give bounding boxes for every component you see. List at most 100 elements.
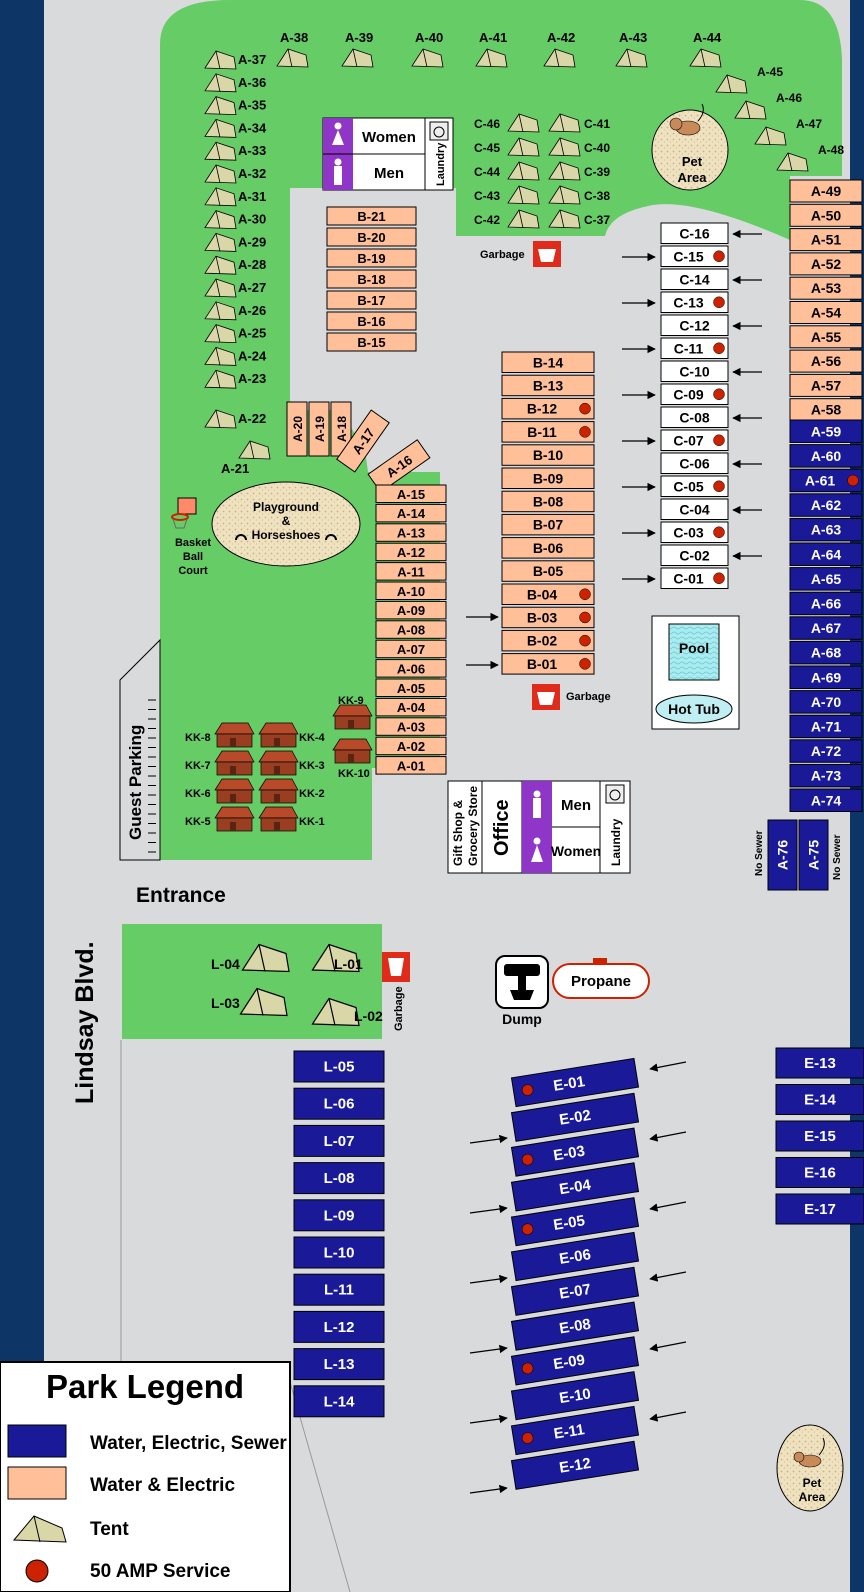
site-b-10[interactable]: B-10 (501, 444, 595, 466)
site-a-68[interactable]: A-68 (789, 640, 863, 665)
site-a-19[interactable]: A-19 (308, 401, 330, 457)
cabin-kk-7[interactable]: KK-7 (185, 750, 255, 776)
site-a-69[interactable]: A-69 (789, 665, 863, 689)
cabin-kk-5[interactable]: KK-5 (185, 806, 255, 832)
site-a-04[interactable]: A-04 (375, 697, 447, 717)
tent-site-a-23[interactable]: A-23 (204, 369, 266, 389)
site-e-15[interactable]: E-15 (775, 1120, 864, 1152)
tent-site-c-38[interactable]: C-38 (548, 185, 610, 205)
site-l-09[interactable]: L-09 (293, 1199, 385, 1232)
site-c-16[interactable]: C-16 (660, 222, 729, 244)
site-c-08[interactable]: C-08 (660, 406, 729, 428)
site-e-12[interactable]: E-12 (510, 1440, 640, 1490)
site-a-59[interactable]: A-59 (789, 419, 863, 443)
site-b-09[interactable]: B-09 (501, 467, 595, 489)
site-e-05[interactable]: E-05 (510, 1197, 640, 1247)
tent-site-a-42[interactable]: A-42 (543, 30, 576, 68)
site-e-03[interactable]: E-03 (510, 1127, 640, 1177)
tent-site-a-36[interactable]: A-36 (204, 73, 266, 93)
tent-site-a-40[interactable]: A-40 (411, 30, 444, 68)
site-a-14[interactable]: A-14 (375, 503, 447, 523)
site-b-05[interactable]: B-05 (501, 560, 595, 582)
site-a-60[interactable]: A-60 (789, 444, 863, 468)
tent-site-a-37[interactable]: A-37 (204, 50, 266, 70)
site-a-51[interactable]: A-51 (789, 228, 863, 252)
site-l-14[interactable]: L-14 (293, 1385, 385, 1418)
site-l-10[interactable]: L-10 (293, 1236, 385, 1269)
site-a-11[interactable]: A-11 (375, 562, 447, 581)
site-c-14[interactable]: C-14 (660, 268, 729, 290)
tent-site-a-46[interactable]: A-46 (734, 91, 802, 120)
site-e-16[interactable]: E-16 (775, 1157, 864, 1188)
site-a-75[interactable]: A-75 (798, 819, 829, 891)
site-e-01[interactable]: E-01 (510, 1057, 640, 1108)
site-a-74[interactable]: A-74 (789, 788, 863, 812)
tent-site-c-42[interactable]: C-42 (474, 209, 540, 229)
site-a-02[interactable]: A-02 (375, 736, 447, 756)
site-a-01[interactable]: A-01 (375, 756, 447, 775)
site-a-15[interactable]: A-15 (375, 484, 447, 503)
site-c-01[interactable]: C-01 (660, 567, 729, 589)
tent-site-l-02[interactable]: L-02 (311, 997, 384, 1027)
site-a-52[interactable]: A-52 (789, 252, 863, 276)
tent-site-a-25[interactable]: A-25 (204, 324, 266, 344)
cabin-kk-10[interactable]: KK-10 (332, 738, 373, 780)
tent-site-a-32[interactable]: A-32 (204, 164, 266, 184)
site-b-04[interactable]: B-04 (501, 583, 595, 605)
site-e-17[interactable]: E-17 (775, 1193, 864, 1225)
site-a-56[interactable]: A-56 (789, 349, 863, 373)
site-a-57[interactable]: A-57 (789, 373, 863, 397)
site-b-12[interactable]: B-12 (501, 397, 595, 420)
site-a-08[interactable]: A-08 (375, 620, 447, 639)
tent-site-c-37[interactable]: C-37 (548, 209, 610, 229)
site-e-09[interactable]: E-09 (510, 1336, 640, 1386)
tent-site-c-46[interactable]: C-46 (474, 113, 540, 133)
site-b-15[interactable]: B-15 (326, 332, 417, 352)
site-l-11[interactable]: L-11 (293, 1273, 385, 1306)
site-b-01[interactable]: B-01 (501, 653, 595, 675)
site-a-05[interactable]: A-05 (375, 678, 447, 697)
site-a-67[interactable]: A-67 (789, 616, 863, 640)
site-a-58[interactable]: A-58 (789, 398, 863, 422)
site-c-07[interactable]: C-07 (660, 429, 729, 451)
tent-site-c-44[interactable]: C-44 (474, 161, 540, 181)
cabin-kk-1[interactable]: KK-1 (258, 806, 325, 832)
site-a-70[interactable]: A-70 (789, 690, 863, 714)
site-e-08[interactable]: E-08 (510, 1301, 640, 1351)
site-e-02[interactable]: E-02 (510, 1092, 640, 1142)
tent-site-a-45[interactable]: A-45 (715, 65, 783, 94)
site-c-05[interactable]: C-05 (660, 475, 729, 497)
site-a-07[interactable]: A-07 (375, 639, 447, 659)
site-l-07[interactable]: L-07 (293, 1124, 385, 1157)
site-e-06[interactable]: E-06 (510, 1231, 640, 1282)
site-c-09[interactable]: C-09 (660, 383, 729, 405)
tent-site-l-04[interactable]: L-04 (211, 943, 290, 973)
site-b-03[interactable]: B-03 (501, 606, 595, 629)
site-a-10[interactable]: A-10 (375, 581, 447, 600)
cabin-kk-8[interactable]: KK-8 (185, 722, 255, 748)
site-a-76[interactable]: A-76 (767, 819, 798, 891)
site-c-03[interactable]: C-03 (660, 521, 729, 543)
tent-site-a-31[interactable]: A-31 (204, 187, 266, 207)
site-e-04[interactable]: E-04 (510, 1162, 640, 1212)
site-c-12[interactable]: C-12 (660, 314, 729, 336)
site-b-21[interactable]: B-21 (326, 206, 417, 226)
tent-site-a-44[interactable]: A-44 (689, 30, 722, 68)
site-e-14[interactable]: E-14 (775, 1084, 864, 1115)
tent-site-a-48[interactable]: A-48 (776, 143, 844, 172)
tent-site-a-41[interactable]: A-41 (475, 30, 508, 68)
site-l-06[interactable]: L-06 (293, 1087, 385, 1120)
site-a-65[interactable]: A-65 (789, 567, 863, 591)
site-b-14[interactable]: B-14 (501, 351, 595, 373)
site-a-55[interactable]: A-55 (789, 325, 863, 349)
tent-site-a-27[interactable]: A-27 (204, 278, 266, 298)
site-c-10[interactable]: C-10 (660, 360, 729, 382)
site-b-13[interactable]: B-13 (501, 374, 595, 397)
site-a-71[interactable]: A-71 (789, 714, 863, 739)
tent-site-c-40[interactable]: C-40 (548, 137, 610, 157)
site-c-02[interactable]: C-02 (660, 544, 729, 566)
site-a-50[interactable]: A-50 (789, 203, 863, 227)
site-e-13[interactable]: E-13 (775, 1047, 864, 1079)
site-b-07[interactable]: B-07 (501, 513, 595, 536)
site-a-03[interactable]: A-03 (375, 717, 447, 736)
